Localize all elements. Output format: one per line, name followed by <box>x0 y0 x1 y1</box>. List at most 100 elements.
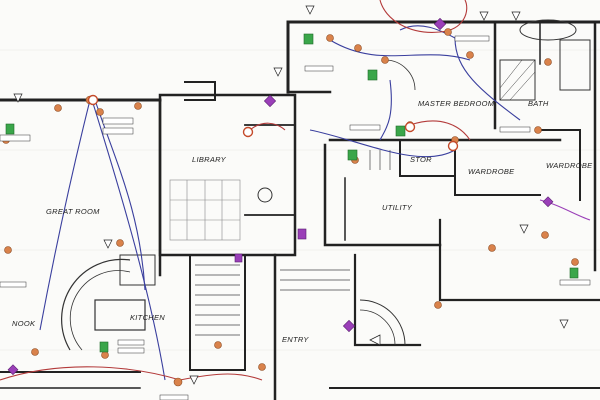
ceiling-fixture <box>326 34 334 42</box>
stair-treads <box>195 150 391 336</box>
room-label-bath: BATH <box>528 99 549 108</box>
label-strip <box>117 339 145 346</box>
master-door-arc <box>384 59 416 91</box>
kitchen-fixtures <box>61 59 416 351</box>
wall-library-closet <box>244 124 296 216</box>
device-label-strips <box>0 35 591 400</box>
circuit-tag <box>87 94 99 106</box>
bathtub <box>519 19 577 41</box>
label-strip <box>304 65 334 72</box>
circuit-tag <box>404 121 416 133</box>
triangle-marker <box>559 319 569 329</box>
room-label-master-bedroom: MASTER BEDROOM <box>418 99 495 108</box>
background-hatching <box>0 49 600 351</box>
ceiling-fixture <box>534 126 542 134</box>
ceiling-fixture <box>4 246 12 254</box>
data-outlet <box>433 17 447 31</box>
label-strip <box>499 126 531 133</box>
wall-stor <box>399 139 456 177</box>
triangle-marker <box>519 224 529 234</box>
ceiling-fixture <box>134 102 142 110</box>
label-strip <box>0 281 27 288</box>
ceiling-fixture <box>544 58 552 66</box>
bath-fixtures <box>257 19 591 203</box>
room-label-great-room: GREAT ROOM <box>46 207 100 216</box>
ceiling-fixture <box>571 258 579 266</box>
wire-blue-4 <box>329 39 471 61</box>
entry-arc-2 <box>359 309 396 346</box>
wire-red-3 <box>379 0 468 33</box>
wire-blue-8 <box>309 129 456 158</box>
wall-stair <box>189 254 246 371</box>
wall-library <box>158 93 297 257</box>
switch-device <box>99 341 109 353</box>
nook-arc-inner <box>69 270 131 351</box>
switch-device <box>367 69 378 81</box>
wall-entry-east <box>353 253 422 347</box>
switch-device <box>347 149 358 161</box>
switch-device <box>569 267 579 279</box>
ceiling-fixture <box>54 104 62 112</box>
wire-blue-6 <box>399 25 456 39</box>
green-switches <box>5 33 579 353</box>
ceiling-fixture <box>541 231 549 239</box>
data-outlet <box>542 196 554 208</box>
room-labels: MASTER BEDROOM BATH LIBRARY STOR WARDROB… <box>12 99 593 344</box>
ceiling-fixture <box>488 244 496 252</box>
ceiling-fixture <box>31 348 39 356</box>
label-strip <box>454 35 490 42</box>
label-strip <box>117 347 145 354</box>
shower <box>499 59 536 101</box>
triangle-marker <box>369 334 381 346</box>
ceiling-fixture <box>444 28 452 36</box>
ceiling-fixture <box>116 239 124 247</box>
toilet <box>257 187 273 203</box>
room-label-entry: ENTRY <box>282 335 309 344</box>
ceiling-fixture <box>466 51 474 59</box>
switch-device <box>395 125 406 137</box>
label-strip <box>159 394 189 400</box>
wall-utility <box>323 143 442 247</box>
wire-red-5 <box>249 122 286 131</box>
data-outlet <box>7 364 19 376</box>
wire-blue-3 <box>94 99 146 291</box>
triangle-marker <box>103 239 113 249</box>
wall-wardrobe <box>454 149 541 196</box>
circuit-tag <box>447 140 459 152</box>
room-label-nook: NOOK <box>12 319 36 328</box>
numbered-tags <box>87 94 459 152</box>
ceiling-fixture <box>258 363 266 371</box>
data-outlet <box>234 253 243 263</box>
ceiling-fixture <box>101 351 109 359</box>
triangle-marker <box>511 11 521 21</box>
ceiling-fixture <box>434 301 442 309</box>
ceiling-fixture <box>381 56 389 64</box>
wire-red-4 <box>409 120 471 141</box>
label-strip <box>102 117 134 125</box>
circuit-tag <box>242 126 254 138</box>
room-label-wardrobe-left: WARDROBE <box>468 167 515 176</box>
label-strip <box>102 127 134 135</box>
nook-arc <box>61 258 131 351</box>
wall-wardrobe-r <box>539 129 581 201</box>
wire-blue-2 <box>91 99 166 381</box>
wire-blue-1 <box>39 99 91 331</box>
purple-devices <box>7 17 554 376</box>
data-outlet <box>297 228 307 240</box>
ceiling-fixture <box>354 44 362 52</box>
room-label-stor: STOR <box>410 155 432 164</box>
ceiling-fixture <box>214 341 222 349</box>
data-outlet <box>342 319 356 333</box>
label-strip <box>349 124 381 131</box>
label-strip <box>559 279 591 286</box>
triangle-marker <box>479 11 489 21</box>
label-strip <box>0 134 31 142</box>
wire-red-1 <box>0 366 181 381</box>
ceiling-fixture <box>96 108 104 116</box>
triangle-marker <box>273 67 283 77</box>
triangle-markers <box>13 5 569 385</box>
switch-device <box>303 33 314 45</box>
room-label-library: LIBRARY <box>192 155 227 164</box>
